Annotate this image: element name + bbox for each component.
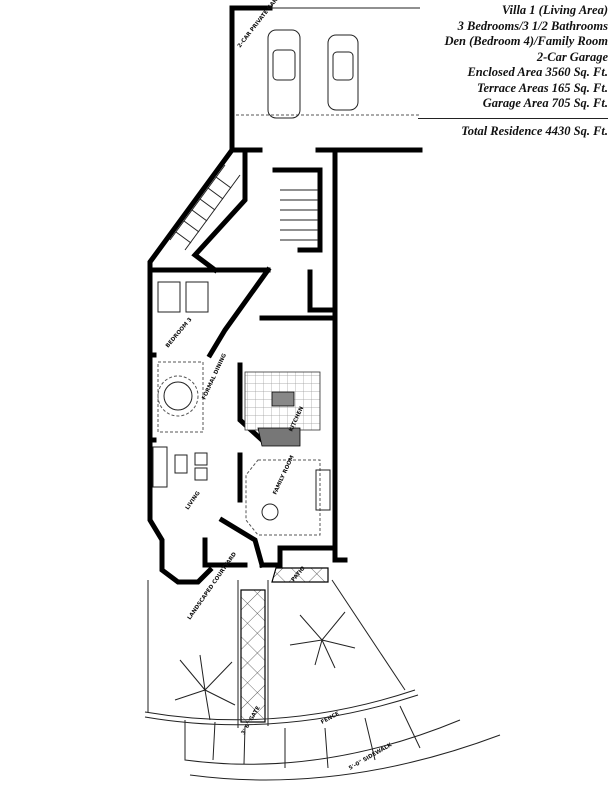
palm-tree-icon (174, 654, 236, 721)
sidewalk: 5'-0" SIDEWALK (184, 705, 501, 781)
total-residence: Total Residence 4430 Sq. Ft. (461, 123, 608, 138)
spec-line: Enclosed Area 3560 Sq. Ft. (467, 65, 608, 79)
room-label-formal-dining: FORMAL DINING (201, 352, 228, 400)
family-room: FAMILY ROOM (245, 455, 331, 536)
spec-line: 3 Bedrooms/3 1/2 Bathrooms (457, 18, 608, 33)
car-icon (327, 34, 359, 111)
car-icon (267, 29, 301, 119)
room-label-bedroom-3: BEDROOM 3 (165, 317, 194, 350)
spec-line: Villa 1 (Living Area) (501, 3, 608, 17)
spec-line: Garage Area 705 Sq. Ft. (482, 96, 608, 110)
palm-tree-icon (289, 611, 356, 669)
patio: PATIO (271, 565, 329, 583)
room-label-living: LIVING (185, 490, 202, 511)
divider (418, 117, 608, 119)
room-label-family-room: FAMILY ROOM (272, 455, 295, 496)
house-walls (147, 146, 348, 585)
kitchen: KITCHEN (244, 371, 321, 447)
spec-line: Den (Bedroom 4)/Family Room (444, 34, 608, 48)
area-specifications: Villa 1 (Living Area) 3 Bedrooms/3 1/2 B… (418, 3, 608, 139)
formal-dining: FORMAL DINING (157, 352, 228, 433)
stairs (169, 164, 318, 251)
garage: 2-CAR PRIVATE GARAGE (229, 0, 423, 153)
room-label-courtyard: LANDSCAPED COURTYARD (187, 551, 239, 621)
spec-line: Terrace Areas 165 Sq. Ft. (476, 80, 608, 95)
living-room: LIVING (152, 446, 208, 511)
spec-line: 2-Car Garage (536, 49, 608, 64)
bedroom-3: BEDROOM 3 (157, 281, 209, 350)
